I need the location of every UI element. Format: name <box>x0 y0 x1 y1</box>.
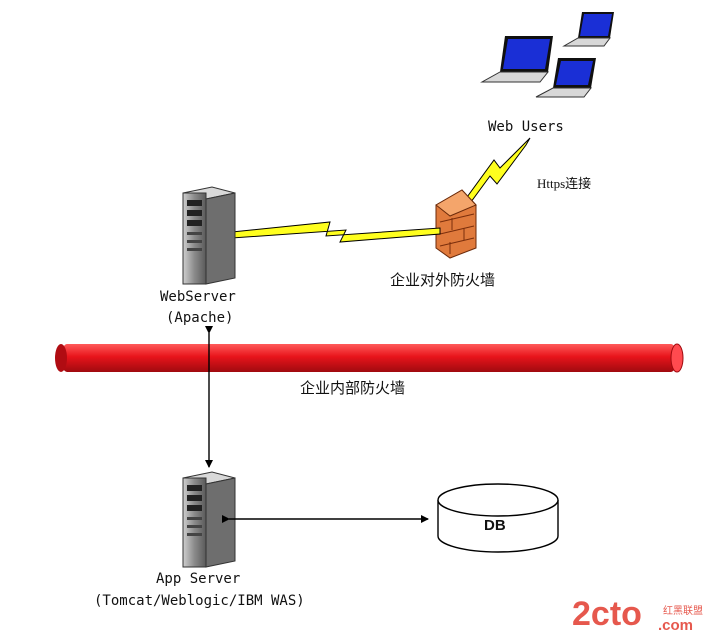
watermark-main: 2cto <box>572 595 642 633</box>
https-lightning-link <box>461 137 531 207</box>
watermark-logo: 2cto .com 红黑联盟 <box>572 595 703 634</box>
internal-firewall-label: 企业内部防火墙 <box>300 379 405 397</box>
web-server-label-line2: (Apache) <box>166 310 233 326</box>
web-server-icon <box>182 186 236 285</box>
laptop-icon <box>535 58 596 98</box>
app-server-label-line2: (Tomcat/Weblogic/IBM WAS) <box>94 593 305 609</box>
laptop-icon <box>562 12 614 47</box>
web-users-laptops-icon <box>480 12 614 98</box>
web-server-lightning-link <box>231 221 441 243</box>
app-server-icon <box>182 471 236 568</box>
external-firewall-label: 企业对外防火墙 <box>390 271 495 289</box>
web-users-label: Web Users <box>488 119 564 135</box>
watermark-tagline: 红黑联盟 <box>663 604 703 617</box>
internal-firewall-pipe <box>55 343 684 373</box>
https-link-label: Https连接 <box>537 176 591 191</box>
laptop-icon <box>480 36 553 83</box>
web-server-label-line1: WebServer <box>160 289 236 305</box>
database-icon <box>437 483 559 553</box>
watermark-suffix: .com <box>658 617 693 634</box>
external-firewall-icon <box>435 189 477 259</box>
database-label: DB <box>484 517 506 534</box>
app-server-label-line1: App Server <box>156 571 240 587</box>
